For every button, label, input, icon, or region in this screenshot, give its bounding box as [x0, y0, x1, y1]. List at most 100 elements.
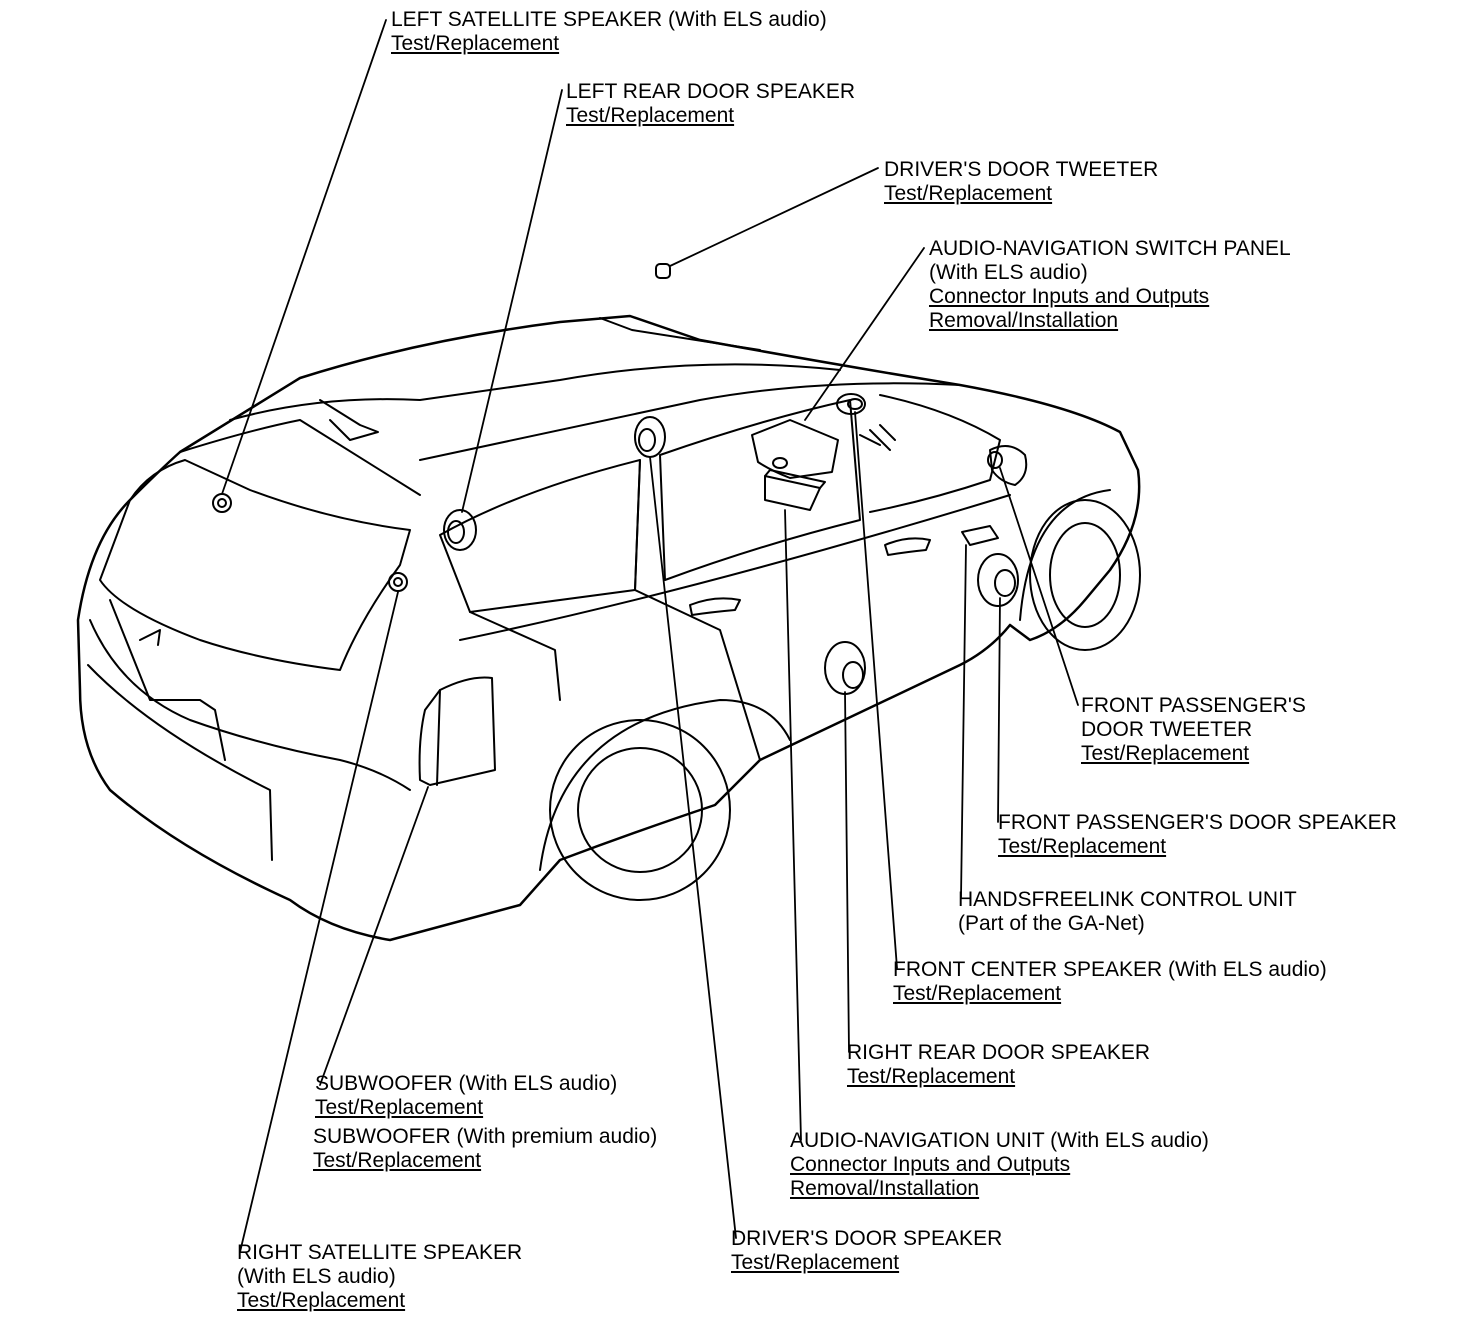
- rear-door-line: [469, 611, 561, 701]
- audio-nav-switch-panel-icon: [751, 419, 839, 479]
- front-wheel-arch: [1019, 489, 1111, 621]
- audio-nav-unit-icon: [764, 469, 826, 511]
- callout-title: SUBWOOFER (With ELS audio): [315, 1072, 618, 1095]
- front-side-window: [659, 399, 861, 581]
- drivers-door-speaker-icon: [634, 416, 666, 458]
- callout-title-line2: DOOR TWEETER: [1081, 718, 1253, 741]
- leader-drivers-door-tweeter: [669, 167, 879, 267]
- rear-side-window: [439, 459, 641, 613]
- front-wheel-inner: [1049, 522, 1121, 628]
- rear-wheel-inner: [577, 747, 703, 873]
- rear-emblem: [139, 629, 161, 646]
- dash-vents: [859, 424, 896, 451]
- front-door-handle: [884, 537, 931, 556]
- callout-drivers-door-speaker: DRIVER'S DOOR SPEAKER Test/Replacement: [731, 1227, 1002, 1275]
- callout-title: AUDIO-NAVIGATION SWITCH PANEL: [929, 237, 1291, 260]
- front-door-line: [634, 589, 761, 761]
- callout-left-satellite-speaker: LEFT SATELLITE SPEAKER (With ELS audio) …: [391, 8, 827, 56]
- body-character-line: [459, 494, 1011, 641]
- callout-title: DRIVER'S DOOR SPEAKER: [731, 1227, 1003, 1250]
- leader-lines: [221, 19, 1079, 1253]
- callout-title: RIGHT SATELLITE SPEAKER: [237, 1241, 523, 1264]
- callout-right-satellite-speaker: RIGHT SATELLITE SPEAKER (With ELS audio)…: [237, 1241, 522, 1313]
- drivers-door-tweeter-icon: [655, 263, 671, 279]
- left-rear-door-speaker-icon: [443, 509, 477, 551]
- callout-title: LEFT SATELLITE SPEAKER (With ELS audio): [391, 8, 827, 31]
- link-test-replacement[interactable]: Test/Replacement: [884, 182, 1053, 205]
- callout-subtitle: (With ELS audio): [237, 1265, 396, 1288]
- callout-title: AUDIO-NAVIGATION UNIT (With ELS audio): [790, 1129, 1209, 1152]
- rear-wiper: [319, 399, 379, 441]
- roof-front-edge: [599, 317, 761, 351]
- roof-rail-left: [229, 363, 841, 421]
- leader-right-satellite: [239, 591, 399, 1253]
- link-test-replacement[interactable]: Test/Replacement: [731, 1251, 900, 1274]
- callout-title: FRONT PASSENGER'S: [1081, 694, 1306, 717]
- car-body-illustration: [76, 314, 1141, 942]
- rear-wheel-outer: [549, 719, 731, 901]
- callout-right-rear-door-speaker: RIGHT REAR DOOR SPEAKER Test/Replacement: [847, 1041, 1150, 1089]
- leader-audio-nav-switch-panel: [804, 247, 925, 421]
- front-passenger-tweeter-icon: [987, 451, 1003, 469]
- front-center-speaker-icon: [836, 393, 866, 415]
- leader-audio-nav-unit: [784, 509, 802, 1141]
- callout-handsfreelink: HANDSFREELINK CONTROL UNIT (Part of the …: [958, 888, 1297, 936]
- windshield-edge: [869, 394, 1001, 513]
- right-satellite-speaker-icon: [388, 572, 408, 592]
- link-test-replacement[interactable]: Test/Replacement: [391, 32, 560, 55]
- callout-left-rear-door-speaker: LEFT REAR DOOR SPEAKER Test/Replacement: [566, 80, 855, 128]
- tail-lamp: [109, 599, 226, 761]
- callout-title: RIGHT REAR DOOR SPEAKER: [847, 1041, 1151, 1064]
- link-test-replacement[interactable]: Test/Replacement: [847, 1065, 1016, 1088]
- leader-front-center: [854, 411, 898, 969]
- hatch-top-edge: [179, 419, 421, 496]
- right-rear-door-speaker-icon: [824, 641, 866, 695]
- components: [212, 263, 1019, 786]
- leader-right-rear-door: [844, 691, 850, 1053]
- subwoofer-icon: [418, 676, 496, 786]
- callout-audio-nav-unit: AUDIO-NAVIGATION UNIT (With ELS audio) C…: [790, 1129, 1209, 1201]
- rear-bumper-upper: [89, 619, 411, 791]
- callout-subwoofer-premium: SUBWOOFER (With premium audio) Test/Repl…: [313, 1125, 657, 1173]
- link-test-replacement[interactable]: Test/Replacement: [1081, 742, 1250, 765]
- callout-title: DRIVER'S DOOR TWEETER: [884, 158, 1159, 181]
- link-removal-installation[interactable]: Removal/Installation: [929, 309, 1119, 332]
- rear-bumper-lower: [87, 664, 273, 861]
- leader-front-passenger-speaker: [997, 597, 1001, 823]
- left-satellite-speaker-icon: [212, 493, 232, 513]
- link-connector-inputs-outputs[interactable]: Connector Inputs and Outputs: [929, 285, 1210, 308]
- link-removal-installation[interactable]: Removal/Installation: [790, 1177, 980, 1200]
- callout-title: LEFT REAR DOOR SPEAKER: [566, 80, 856, 103]
- rear-door-handle: [689, 597, 741, 616]
- link-test-replacement[interactable]: Test/Replacement: [315, 1096, 484, 1119]
- leader-left-satellite: [221, 19, 387, 495]
- link-test-replacement[interactable]: Test/Replacement: [237, 1289, 406, 1312]
- b-pillar: [634, 459, 641, 591]
- link-test-replacement[interactable]: Test/Replacement: [313, 1149, 482, 1172]
- link-test-replacement[interactable]: Test/Replacement: [893, 982, 1062, 1005]
- handsfreelink-unit-icon: [961, 525, 999, 546]
- callout-drivers-door-tweeter: DRIVER'S DOOR TWEETER Test/Replacement: [884, 158, 1158, 206]
- callout-title: SUBWOOFER (With premium audio): [313, 1125, 658, 1148]
- link-connector-inputs-outputs[interactable]: Connector Inputs and Outputs: [790, 1153, 1071, 1176]
- front-passenger-speaker-icon: [977, 553, 1019, 607]
- callout-audio-nav-switch-panel: AUDIO-NAVIGATION SWITCH PANEL (With ELS …: [929, 237, 1291, 333]
- roof-rail-right: [419, 382, 961, 461]
- callout-subtitle: (Part of the GA-Net): [958, 912, 1145, 935]
- leader-drivers-door-speaker: [649, 456, 737, 1239]
- leader-subwoofer: [319, 786, 429, 1086]
- side-mirror: [989, 445, 1028, 486]
- leader-front-passenger-tweeter: [999, 467, 1079, 706]
- link-test-replacement[interactable]: Test/Replacement: [998, 835, 1167, 858]
- callout-front-passenger-speaker: FRONT PASSENGER'S DOOR SPEAKER Test/Repl…: [998, 811, 1397, 859]
- callout-title: FRONT CENTER SPEAKER (With ELS audio): [893, 958, 1327, 981]
- leader-left-rear-door: [461, 89, 563, 513]
- rear-wheel-arch: [539, 699, 791, 871]
- callout-front-center-speaker: FRONT CENTER SPEAKER (With ELS audio) Te…: [893, 958, 1327, 1006]
- rear-window: [99, 459, 411, 671]
- leader-handsfreelink: [960, 544, 967, 899]
- link-test-replacement[interactable]: Test/Replacement: [566, 104, 735, 127]
- callout-subtitle: (With ELS audio): [929, 261, 1088, 284]
- callout-title: HANDSFREELINK CONTROL UNIT: [958, 888, 1297, 911]
